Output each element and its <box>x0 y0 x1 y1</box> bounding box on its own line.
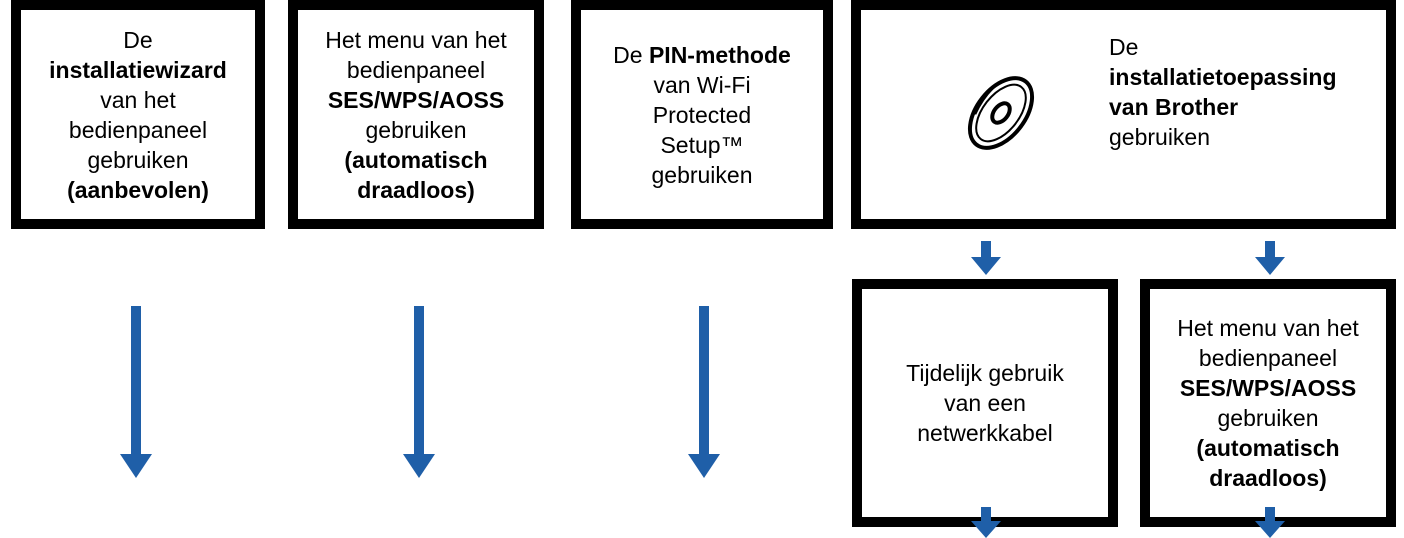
box1-line: van het <box>100 86 176 113</box>
down-arrow-icon <box>971 241 1001 275</box>
box2-line: gebruiken <box>365 116 467 143</box>
box6-line: SES/WPS/AOSS <box>1179 375 1357 401</box>
box1-line: bedienpaneel <box>68 116 208 143</box>
box5-line: van een <box>944 390 1026 416</box>
down-arrow-icon <box>1255 241 1285 275</box>
box3-line: gebruiken <box>651 161 753 188</box>
down-arrow-icon <box>403 306 435 478</box>
box2-line: (automatisch <box>344 146 488 173</box>
option-ses-wps-aoss-box: Het menu van het bedienpaneel SES/WPS/AO… <box>288 0 544 229</box>
box4-line: installatietoepassing <box>1109 64 1337 90</box>
option-network-cable-box: Tijdelijk gebruik van een netwerkkabel <box>852 279 1118 527</box>
option-setup-wizard-box: De installatiewizard van het bedienpanee… <box>11 0 265 229</box>
box2-line: Het menu van het <box>325 26 507 53</box>
down-arrow-icon <box>688 306 720 478</box>
box6-line: draadloos) <box>1209 465 1327 491</box>
option-pin-method-box: De PIN-methode van Wi-Fi Protected Setup… <box>571 0 833 229</box>
box6-line: gebruiken <box>1217 405 1319 431</box>
down-arrow-icon <box>120 306 152 478</box>
cd-disc-icon <box>967 76 1035 150</box>
box4-line: gebruiken <box>1109 124 1211 150</box>
box2-line: SES/WPS/AOSS <box>327 86 505 113</box>
box1-line: De <box>123 26 153 53</box>
box1-line: (aanbevolen) <box>67 176 209 203</box>
box3-line-prefix: De <box>613 41 649 68</box>
box5-line: Tijdelijk gebruik <box>906 360 1064 386</box>
option-ses-wps-aoss-box-2: Het menu van het bedienpaneel SES/WPS/AO… <box>1140 279 1396 527</box>
box3-line: Protected <box>652 101 752 128</box>
box6-line: Het menu van het <box>1177 315 1359 341</box>
option-brother-installer-box: De installatietoepassing van Brother geb… <box>851 0 1396 229</box>
box4-line: De <box>1109 34 1139 60</box>
box1-line: installatiewizard <box>49 56 227 83</box>
box6-line: (automatisch <box>1196 435 1340 461</box>
box3-line: van Wi-Fi <box>653 71 751 98</box>
box3-line: De PIN-methode <box>613 40 791 70</box>
box3-line: Setup™ <box>660 131 744 158</box>
box3-line-bold: PIN-methode <box>648 41 791 68</box>
down-arrow-icon <box>1255 507 1285 538</box>
down-arrow-icon <box>971 507 1001 538</box>
box5-line: netwerkkabel <box>917 420 1053 446</box>
box6-line: bedienpaneel <box>1198 345 1338 371</box>
box4-text: De installatietoepassing van Brother geb… <box>1109 32 1337 152</box>
box1-line: gebruiken <box>87 146 189 173</box>
box4-line: van Brother <box>1109 94 1239 120</box>
box2-line: bedienpaneel <box>346 56 486 83</box>
box2-line: draadloos) <box>357 176 475 203</box>
